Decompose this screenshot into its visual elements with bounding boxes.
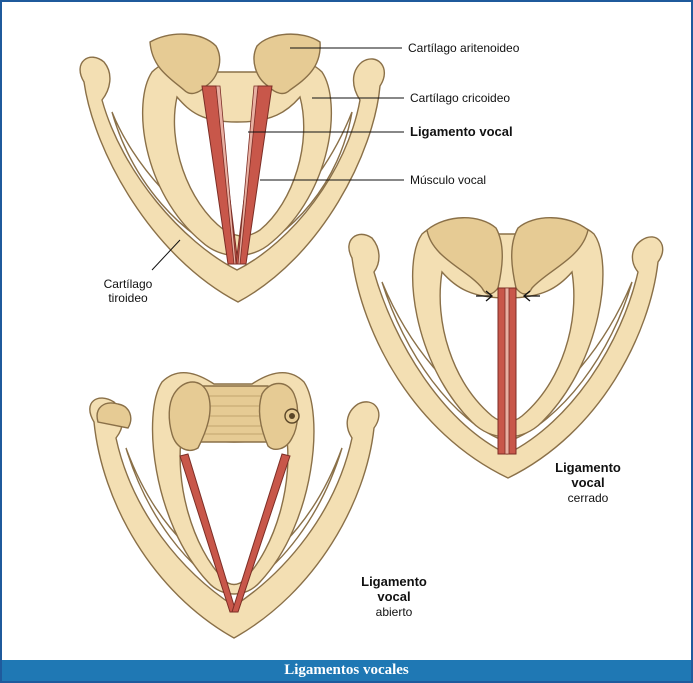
label-open-line1: Ligamento bbox=[361, 574, 427, 589]
label-vocal-muscle: Músculo vocal bbox=[410, 173, 486, 187]
larynx-closed bbox=[349, 218, 663, 478]
label-closed-line2: vocal bbox=[571, 475, 604, 490]
label-arytenoid: Cartílago aritenoideo bbox=[408, 41, 520, 55]
figure-caption: Ligamentos vocales bbox=[2, 660, 691, 681]
larynx-top-view bbox=[80, 34, 384, 302]
label-open-line2: vocal bbox=[377, 589, 410, 604]
larynx-open bbox=[90, 373, 379, 638]
larynx-illustration: .cart { fill: #f3dfb3; stroke: #8a7048; … bbox=[2, 2, 691, 662]
label-cricoid: Cartílago cricoideo bbox=[410, 91, 510, 105]
label-closed-line3: cerrado bbox=[568, 491, 609, 505]
label-closed-line1: Ligamento bbox=[555, 460, 621, 475]
label-vocal-ligament: Ligamento vocal bbox=[410, 124, 513, 139]
label-thyroid-line1: Cartílago bbox=[104, 277, 153, 291]
label-thyroid-line2: tiroideo bbox=[108, 291, 148, 305]
label-open-line3: abierto bbox=[376, 605, 413, 619]
